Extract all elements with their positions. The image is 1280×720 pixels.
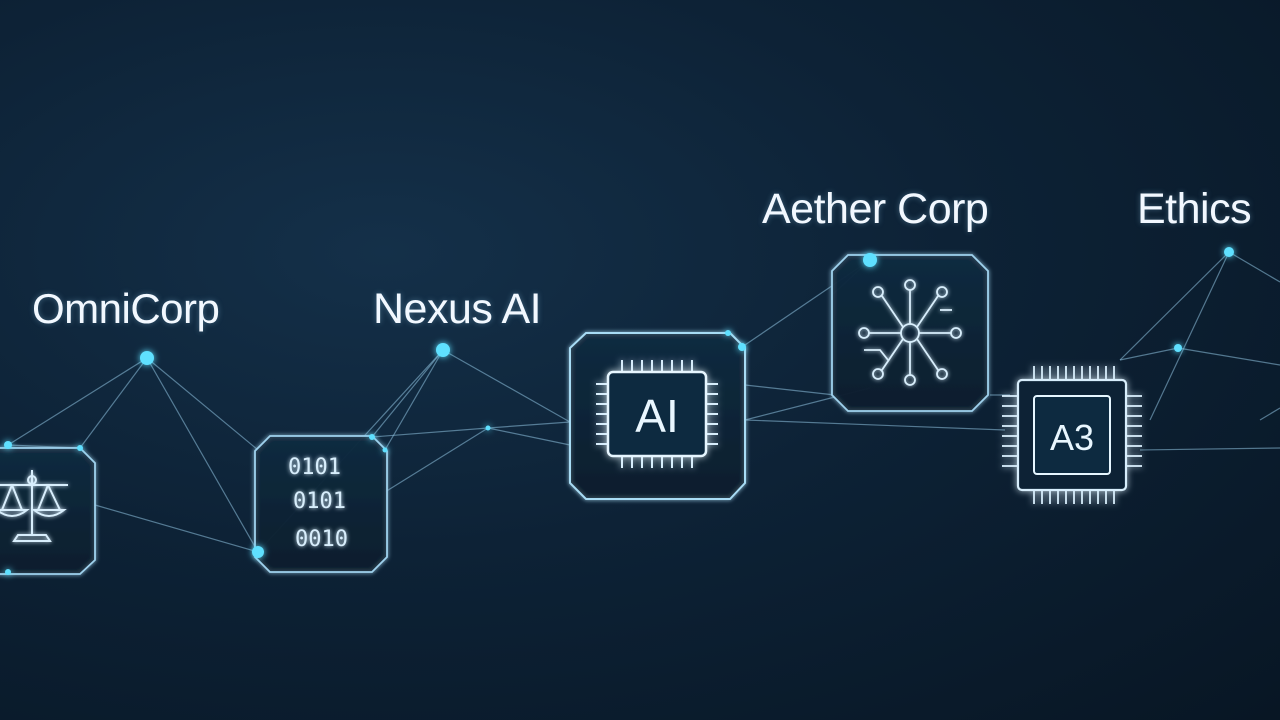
node xyxy=(1174,344,1182,352)
network-nodes xyxy=(4,247,1234,575)
label-aether-corp: Aether Corp xyxy=(762,185,989,233)
chip-label: A3 xyxy=(1050,417,1094,458)
node-omnicorp xyxy=(140,351,154,365)
node xyxy=(485,425,491,431)
node xyxy=(738,343,746,351)
node xyxy=(77,445,83,451)
label-nexus-ai: Nexus AI xyxy=(373,285,542,333)
node-nexus xyxy=(436,343,450,357)
connection-lines xyxy=(7,251,1280,553)
node-ethics xyxy=(1224,247,1234,257)
node xyxy=(725,330,731,336)
node xyxy=(4,441,12,449)
binary-row: 0010 xyxy=(295,527,348,552)
label-omnicorp: OmniCorp xyxy=(32,285,220,332)
scales-panel xyxy=(0,447,96,575)
ai-chip-icon: AI xyxy=(596,360,718,468)
scales-of-justice-icon xyxy=(0,470,68,542)
node xyxy=(5,569,11,575)
node xyxy=(382,447,388,453)
neural-network-icon xyxy=(858,279,962,386)
chip-icon: A3 xyxy=(1002,366,1142,504)
binary-panel: 0101 0101 0010 xyxy=(254,435,388,573)
ai-chip-panel: AI xyxy=(569,332,746,500)
binary-data-icon: 0101 0101 0010 xyxy=(288,455,348,552)
binary-row: 0101 xyxy=(288,455,341,480)
node xyxy=(369,434,375,440)
node xyxy=(252,546,264,558)
binary-row: 0101 xyxy=(293,489,346,514)
neural-panel xyxy=(831,254,989,412)
label-ethics: Ethics xyxy=(1137,185,1252,233)
node-aether xyxy=(863,253,877,267)
ai-chip-label: AI xyxy=(635,390,678,442)
small-chip-panel: A3 xyxy=(1002,366,1142,504)
